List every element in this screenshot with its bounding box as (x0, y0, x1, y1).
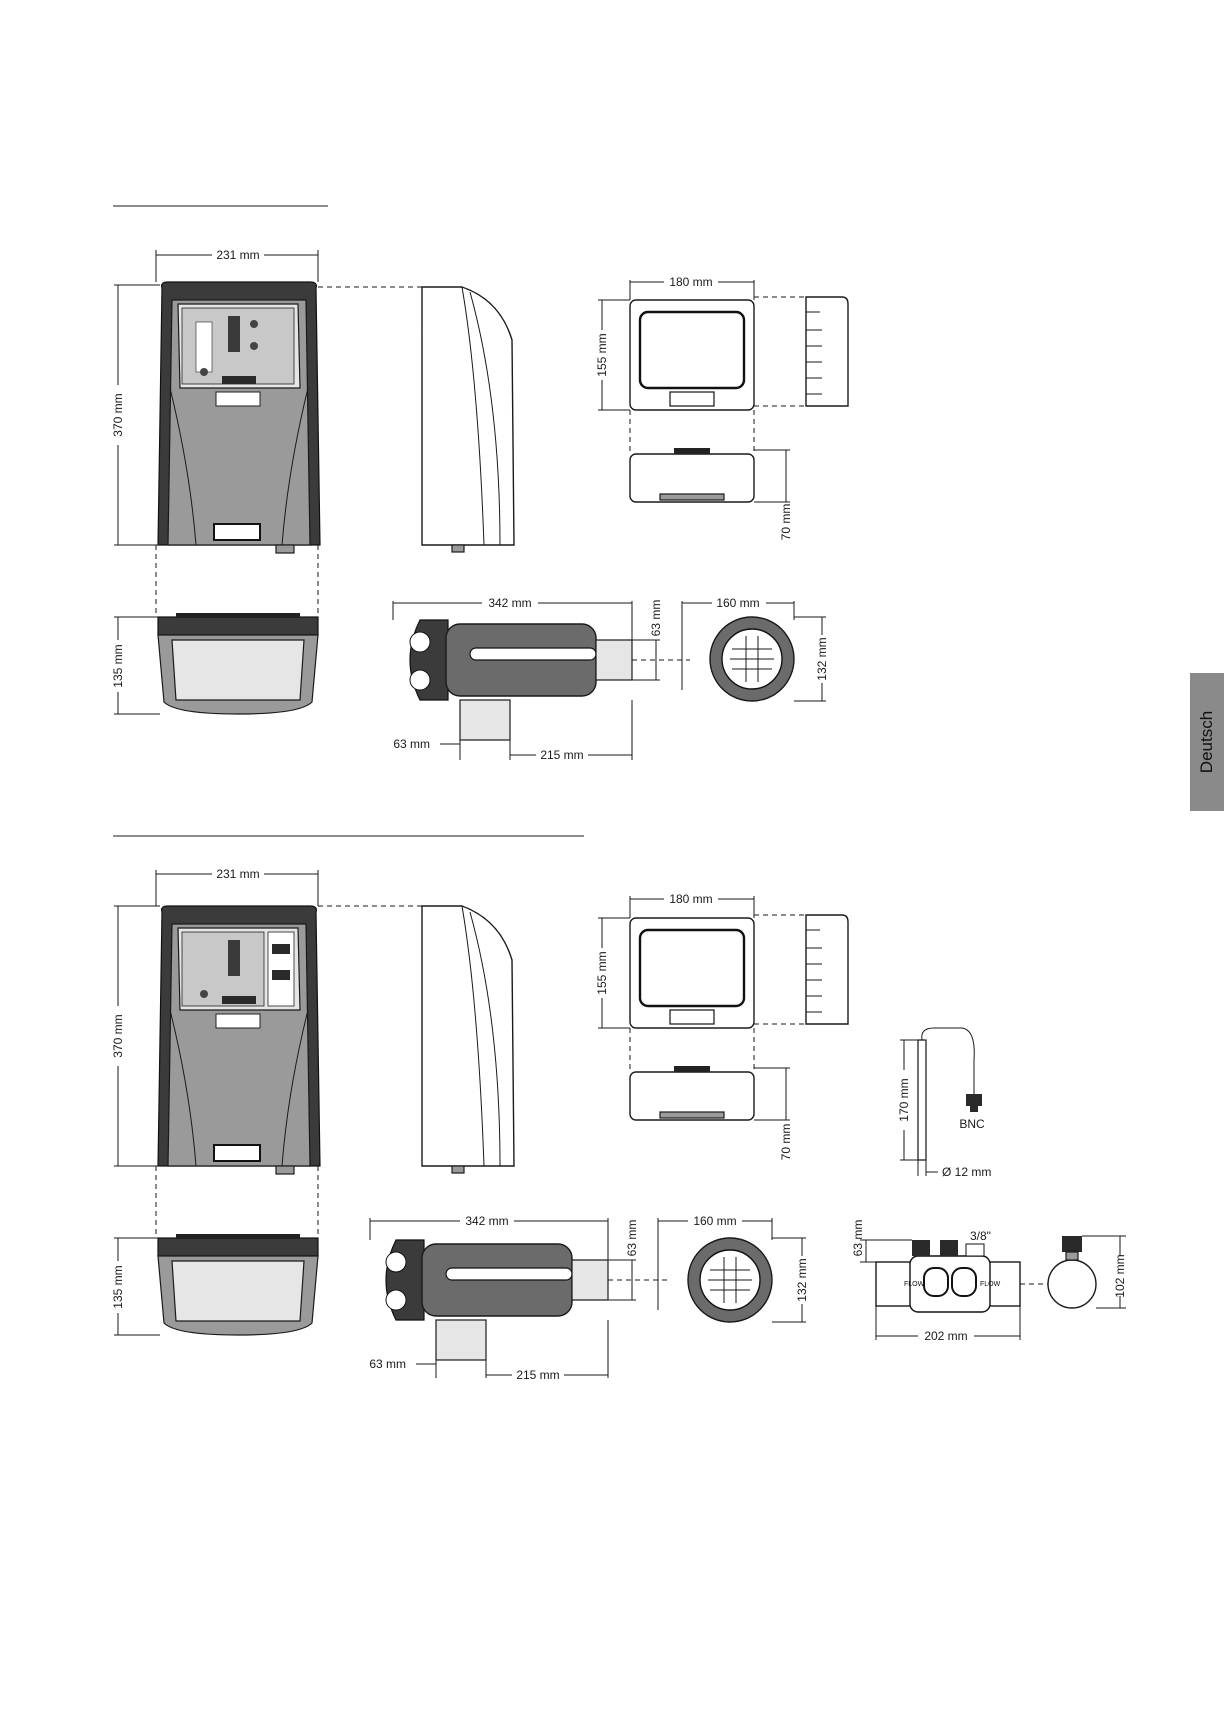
s2-controller-front (158, 906, 320, 1174)
s1-cell-dim-inlet-63: 63 mm (393, 737, 430, 751)
s2-cell-dim-inlet-63: 63 mm (369, 1357, 406, 1371)
s1-dim-depth-135: 135 mm (111, 644, 125, 687)
s2-psu-bottom (630, 1066, 754, 1120)
s2-psu-dim-depth-70: 70 mm (779, 1124, 793, 1161)
s2-flow-chamber: FLOW FLOW (876, 1240, 1020, 1312)
s2-dim-width-231: 231 mm (216, 867, 259, 881)
s1-cell-end (710, 617, 794, 701)
s1-controller-front (158, 282, 320, 553)
s2-probe-dim-dia-12: Ø 12 mm (942, 1165, 991, 1179)
s1-psu-dim-depth-70: 70 mm (779, 504, 793, 541)
s1-dim-width-231: 231 mm (216, 248, 259, 262)
s2-cell-dim-215: 215 mm (516, 1368, 559, 1382)
s2-probe-dim-170: 170 mm (897, 1078, 911, 1121)
s1-psu-dim-width-180: 180 mm (669, 275, 712, 289)
s2-ph-probe (918, 1028, 982, 1160)
s2-cell-dim-length-342: 342 mm (465, 1214, 508, 1228)
s2-psu-side (806, 915, 848, 1024)
s2-cell-dim-port-63: 63 mm (625, 1220, 639, 1257)
s2-cell-side (386, 1240, 608, 1360)
s2-flow-end-dim-102: 102 mm (1113, 1254, 1127, 1297)
s2-flow-label-right: FLOW (980, 1281, 1001, 1288)
s2-controller-bottom (158, 1234, 318, 1335)
section-2: 231 mm 370 mm 135 mm (111, 867, 1127, 1382)
s2-controller-side (422, 906, 514, 1173)
s1-controller-side (422, 287, 514, 552)
s2-dim-height-370: 370 mm (111, 1014, 125, 1057)
s2-flow-dim-63: 63 mm (851, 1220, 865, 1257)
s1-psu-side (806, 297, 848, 406)
s1-dim-height-370: 370 mm (111, 393, 125, 436)
s1-cell-dim-length-342: 342 mm (488, 596, 531, 610)
s2-psu-dim-width-180: 180 mm (669, 892, 712, 906)
s2-flow-dim-202: 202 mm (924, 1329, 967, 1343)
s1-cell-side (410, 620, 632, 740)
s1-psu-dim-height-155: 155 mm (595, 333, 609, 376)
s2-cell-dim-height-132: 132 mm (795, 1258, 809, 1301)
s1-psu-bottom (630, 448, 754, 502)
s2-psu-dim-height-155: 155 mm (595, 951, 609, 994)
s2-cell-end (688, 1238, 772, 1322)
s2-cell-dim-width-160: 160 mm (693, 1214, 736, 1228)
s1-cell-dim-215: 215 mm (540, 748, 583, 762)
s2-flow-label-left: FLOW (904, 1281, 925, 1288)
s1-psu-front (630, 300, 754, 410)
s1-controller-bottom (158, 613, 318, 714)
s2-psu-front (630, 918, 754, 1028)
s1-cell-dim-port-63: 63 mm (649, 600, 663, 637)
s1-cell-dim-width-160: 160 mm (716, 596, 759, 610)
s2-probe-bnc-label: BNC (959, 1117, 985, 1131)
s1-cell-dim-height-132: 132 mm (815, 637, 829, 680)
s2-dim-depth-135: 135 mm (111, 1265, 125, 1308)
s2-flow-chamber-end (1048, 1236, 1096, 1308)
s2-flow-dim-thread: 3/8" (970, 1229, 991, 1243)
section-1: 231 mm 370 mm 135 mm (111, 248, 848, 762)
